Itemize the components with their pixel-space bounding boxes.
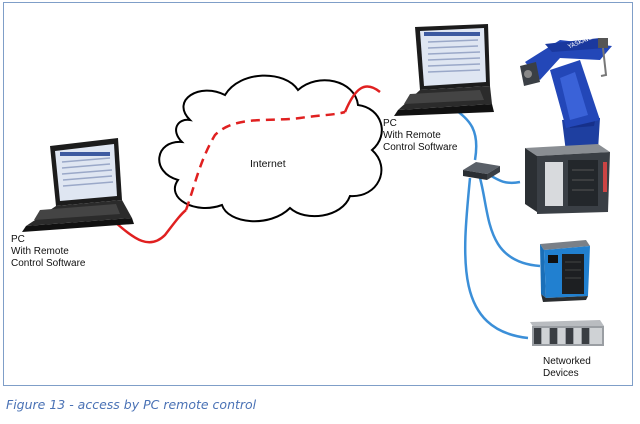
industrial-robot: YASKAWA [520, 33, 612, 152]
left-pc-label: PC With Remote Control Software [11, 234, 86, 269]
lan-link-devices [463, 177, 529, 340]
robot-controller [525, 144, 610, 214]
welding-power-source [540, 240, 590, 302]
right-pc-label: PC With Remote Control Software [383, 118, 458, 153]
left-laptop [22, 138, 134, 232]
plc-rack [530, 320, 604, 346]
internet-cloud [158, 74, 383, 223]
figure-caption: Figure 13 - access by PC remote control [6, 397, 257, 412]
internet-tunnel-dashed [184, 110, 346, 211]
right-wan-link [343, 85, 381, 113]
lan-link-welder [478, 177, 541, 268]
internet-label: Internet [250, 158, 286, 170]
networked-devices-label: Networked Devices [543, 356, 591, 379]
network-switch [463, 162, 500, 180]
right-laptop [394, 24, 494, 116]
left-wan-link [114, 209, 187, 244]
